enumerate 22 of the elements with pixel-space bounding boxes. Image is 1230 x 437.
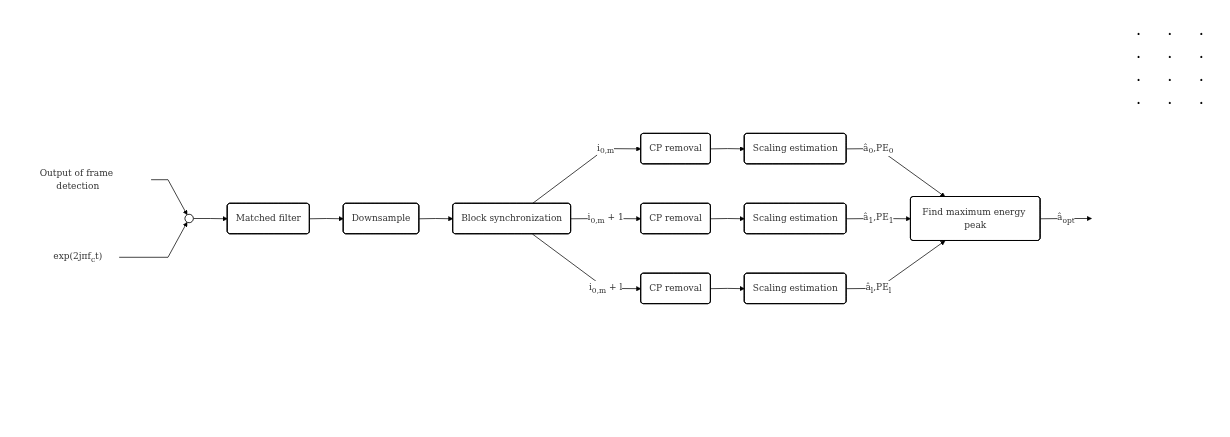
ellipsis-dot: . — [1167, 43, 1174, 62]
ellipsis-dot: . — [1167, 89, 1174, 108]
node-text: exp(2jπf$_{c}$t) — [53, 250, 103, 264]
ellipsis-dot: . — [1198, 43, 1205, 62]
node-text: Output of frame detection — [39, 167, 114, 192]
edge-label: i$_{0,m}$ — [597, 142, 615, 155]
edge-label: â$_{l}$,PE$_{l}$ — [865, 281, 892, 295]
ellipsis-dot: . — [1136, 43, 1143, 62]
ellipsis-dot: . — [1167, 20, 1174, 39]
ellipsis-dot: . — [1136, 66, 1143, 85]
edge-label: â$_{1}$,PE$_{1}$ — [863, 211, 894, 225]
edge-label: â$_{0}$,PE$_{0}$ — [863, 142, 894, 155]
ellipsis-dot: . — [1198, 89, 1205, 108]
node-circle — [184, 213, 194, 224]
edge-label: â$_{opt}$ — [1057, 211, 1075, 225]
edge-label: i$_{0,m}$ + l — [588, 281, 623, 295]
ellipsis-dot: . — [1136, 89, 1143, 108]
ellipsis-dot: . — [1167, 66, 1174, 85]
ellipsis-dot: . — [1198, 66, 1205, 85]
ellipsis-dot: . — [1198, 20, 1205, 39]
edge-label: i$_{0,m}$ + 1 — [587, 211, 624, 225]
ellipsis-dot: . — [1136, 20, 1143, 39]
